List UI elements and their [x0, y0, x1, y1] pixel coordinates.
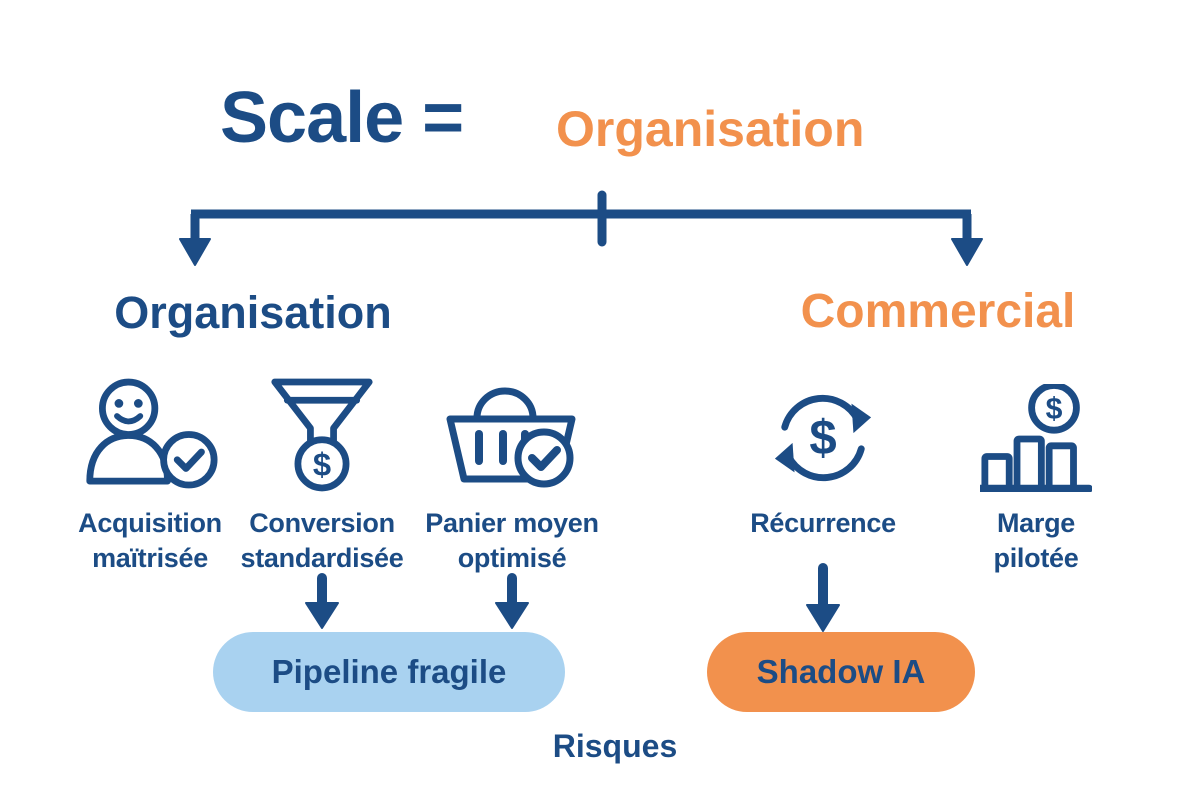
item-conversion-label: Conversion standardisée	[240, 508, 404, 574]
right-branch-arrow-head	[951, 238, 983, 266]
panier-down-arrow-head	[495, 602, 529, 629]
item-marge-label: Marge pilotée	[993, 508, 1079, 574]
left-branch-arrow-head	[179, 238, 211, 266]
risques-label: Risques	[552, 728, 678, 764]
item-marge: $ Marge pilotée	[926, 374, 1146, 576]
svg-text:$: $	[809, 412, 836, 466]
risk-pill-pipeline-fragile: Pipeline fragile	[213, 632, 565, 712]
item-acquisition: Acquisition maïtrisée	[40, 374, 260, 576]
item-recurrence-label: Récurrence	[750, 508, 896, 538]
basket-check-icon	[446, 387, 576, 488]
bar-chart-dollar-icon: $	[980, 384, 1092, 492]
conversion-down-arrow-head	[305, 602, 339, 629]
risk-pill-shadow-ia: Shadow IA	[707, 632, 975, 712]
item-panier-label: Panier moyen optimisé	[425, 508, 599, 574]
user-check-icon	[86, 378, 218, 489]
right-branch-heading: Commercial	[800, 285, 1076, 338]
title-scale: Scale =	[220, 78, 464, 158]
recurring-dollar-icon: $	[774, 394, 872, 482]
recurrence-down-arrow-head	[806, 604, 840, 632]
svg-text:$: $	[1046, 393, 1063, 426]
funnel-dollar-icon: $	[271, 378, 373, 492]
svg-text:$: $	[313, 445, 331, 482]
title-organisation: Organisation	[556, 101, 865, 157]
item-conversion: $ Conversion standardisée	[212, 374, 432, 576]
item-recurrence: $ Récurrence	[713, 374, 933, 541]
left-branch-heading: Organisation	[114, 287, 392, 338]
item-acquisition-label: Acquisition maïtrisée	[78, 508, 222, 574]
item-panier: Panier moyen optimisé	[402, 374, 622, 576]
